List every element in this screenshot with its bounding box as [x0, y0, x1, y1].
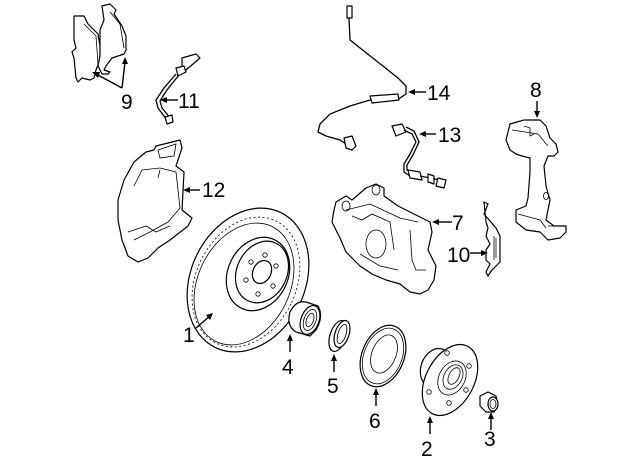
part-12-splash-shield[interactable]	[117, 139, 193, 263]
part-2-wheel-hub[interactable]	[411, 335, 489, 425]
callout-label-5: 5	[327, 375, 339, 398]
callout-label-8: 8	[530, 79, 542, 102]
part-6-dust-ring[interactable]	[352, 318, 415, 393]
callout-label-13: 13	[438, 124, 461, 147]
callout-label-10: 10	[447, 244, 470, 267]
part-13-brake-hose[interactable]	[391, 123, 447, 189]
callout-5: 5	[327, 354, 339, 398]
callout-2: 2	[421, 416, 433, 461]
part-5-seal[interactable]	[325, 318, 353, 353]
callout-11: 11	[160, 90, 200, 113]
callout-label-6: 6	[369, 410, 381, 433]
part-10-spring-clip[interactable]	[483, 201, 501, 277]
callout-14: 14	[408, 82, 451, 105]
callout-3: 3	[484, 412, 496, 451]
callout-label-11: 11	[178, 90, 200, 113]
part-3-axle-nut[interactable]	[479, 391, 499, 413]
callout-label-9: 9	[121, 91, 133, 114]
part-7-brake-caliper[interactable]	[331, 183, 437, 295]
callout-label-2: 2	[421, 438, 433, 461]
callout-4: 4	[282, 334, 294, 379]
callout-label-12: 12	[202, 179, 225, 202]
callout-label-7: 7	[452, 212, 464, 235]
callout-8: 8	[530, 79, 542, 118]
callout-10: 10	[447, 244, 488, 267]
callout-label-4: 4	[282, 356, 294, 379]
part-1-brake-rotor[interactable]	[164, 188, 332, 373]
callout-7: 7	[432, 212, 464, 235]
part-4-wheel-bearing[interactable]	[288, 301, 324, 337]
callout-label-3: 3	[484, 428, 496, 451]
callout-1: 1	[183, 313, 213, 347]
part-11-wear-sensor[interactable]	[155, 53, 201, 125]
callout-13: 13	[419, 124, 461, 147]
part-8-caliper-bracket[interactable]	[505, 119, 567, 241]
part-9-brake-pads[interactable]	[71, 3, 127, 83]
part-14-abs-sensor[interactable]	[317, 5, 407, 151]
callout-label-14: 14	[427, 82, 451, 105]
callout-label-1: 1	[183, 324, 195, 347]
callout-9: 9	[92, 57, 133, 114]
callout-6: 6	[369, 388, 381, 433]
callout-12: 12	[183, 179, 225, 202]
